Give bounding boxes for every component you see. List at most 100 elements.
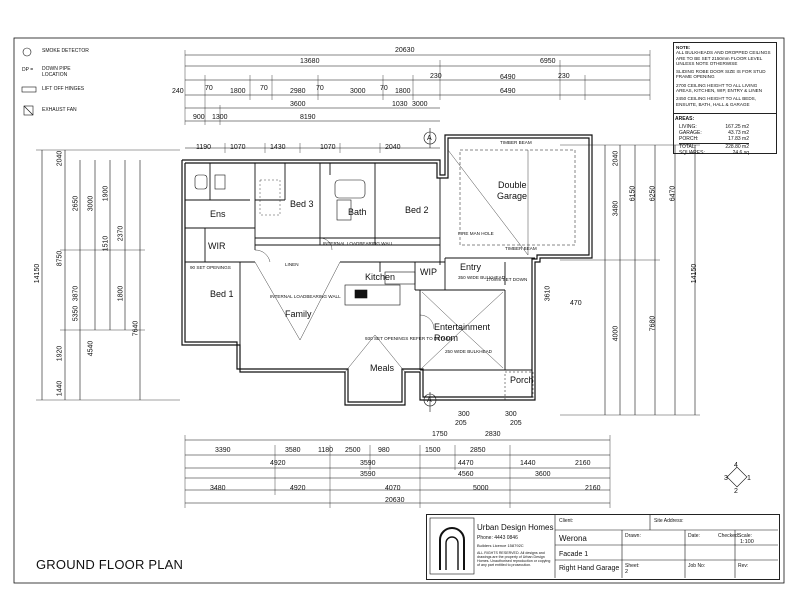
dim-bottom-small-1: 1750 [432, 431, 448, 438]
dim-top-r4-c: 3000 [412, 101, 428, 108]
room-wip: WIP [420, 267, 437, 277]
legend-liftoff: LIFT OFF HINGES [42, 86, 85, 92]
dim-bottom-r2-5: 2160 [575, 460, 591, 467]
note-3: 2700 CEILING HEIGHT TO ALL LIVING AREAS,… [676, 82, 763, 93]
label-linen: LINEN [285, 262, 299, 267]
area-label: GARAGE: [679, 130, 702, 136]
dim-top-r2-a: 13680 [300, 58, 320, 65]
dim-top-left240: 240 [172, 88, 184, 95]
dim-bottom-r1-4: 2500 [345, 447, 361, 454]
dim-left-14: 4540 [87, 340, 95, 357]
dim-left-3: 5350 [72, 305, 80, 322]
dim-bottom-r2-1: 4920 [270, 460, 286, 467]
dim-top-small-70d: 70 [380, 85, 388, 92]
dim-bottom-r3-1: 3590 [360, 471, 376, 478]
room-bed1: Bed 1 [210, 289, 234, 299]
room-family: Family [285, 309, 312, 319]
scale-label: Scale: [738, 533, 752, 539]
dim-bottom-r1-3: 1180 [318, 447, 334, 454]
room-garage-2: Garage [497, 191, 528, 201]
area-label: PORCH: [679, 136, 699, 142]
note-2: SLIDING ROBE DOOR SIZE IS FOR STUD FRAME… [676, 69, 766, 80]
plan-title: GROUND FLOOR PLAN [36, 557, 184, 572]
dim-bottom-r5-1: 3480 [210, 485, 226, 492]
area-row: PORCH: 17.83 m2 [679, 136, 749, 142]
legend-dp-symbol: DP = [22, 67, 34, 73]
dim-right-7: 3610 [544, 285, 552, 302]
dim-left-9: 1510 [102, 235, 110, 252]
section-mark-bottom: A [427, 397, 432, 404]
dim-left-11: 1920 [56, 345, 64, 362]
label-set-openings: 90 SET OPENINGS [190, 265, 231, 270]
dim-left-10: 2370 [117, 225, 125, 242]
dim-bottom-r2-2: 3590 [360, 460, 376, 467]
dim-upper-5: 2040 [385, 144, 401, 151]
dim-bottom-r5-3: 4070 [385, 485, 401, 492]
dim-bottom-small-5: 300 [458, 411, 470, 418]
legend-smoke: SMOKE DETECTOR [42, 48, 89, 54]
label-setdown: 170mm SET DOWN [486, 277, 528, 282]
dim-bottom-r1-1: 3390 [215, 447, 231, 454]
room-entertainment-1: Entertainment [434, 322, 491, 332]
area-value: 17.83 m2 [728, 136, 749, 142]
label-loadbearing-2: INTERNAL LOADBEARING WALL [323, 241, 394, 246]
dim-bottom-r1-2: 3580 [285, 447, 301, 454]
area-row: TOTAL:228.80 m2 [679, 143, 749, 150]
dim-right-8: 7680 [649, 315, 657, 332]
dim-bottom-r3-3: 3600 [535, 471, 551, 478]
label-timber-beam-1: TIMBER BEAM [500, 140, 532, 145]
dim-left-1: 14150 [34, 263, 42, 284]
area-label: SQUARES: [679, 150, 705, 156]
area-label: TOTAL: [679, 144, 697, 150]
dim-top-small-70a: 70 [205, 85, 213, 92]
dim-bottom-small-3: 2830 [485, 431, 501, 438]
dim-upper-2: 1070 [230, 144, 246, 151]
dim-left-15: 7640 [132, 320, 140, 337]
label-timber-beam-2: TIMBER BEAM [505, 246, 537, 251]
dim-bottom-small-2: 205 [455, 420, 467, 427]
room-garage-1: Double [498, 180, 527, 190]
dim-bottom-r5-2: 4920 [290, 485, 306, 492]
checked-label: Checked: [718, 533, 740, 539]
notes-heading: NOTE: [676, 45, 691, 50]
sheet-label: Sheet: [625, 563, 640, 569]
legend-exhaust: EXHAUST FAN [42, 107, 77, 113]
dim-left-13: 3870 [72, 285, 80, 302]
dim-left-5: 2040 [56, 150, 64, 167]
area-row: SQUARES:24.6 sq [679, 150, 749, 156]
dim-left-4: 1440 [56, 380, 64, 397]
dim-bottom-r3-2: 4560 [458, 471, 474, 478]
garage-side: Right Hand Garage [559, 565, 620, 572]
facade-name: Facade 1 [559, 551, 589, 558]
elevation-2: 2 [734, 488, 738, 495]
room-bed3: Bed 3 [290, 199, 314, 209]
dim-right-9: 4000 [612, 325, 620, 342]
dim-top-r3-e: 6490 [500, 74, 516, 81]
dim-upper-3: 1430 [270, 144, 286, 151]
area-value: 167.25 m2 [725, 124, 749, 130]
dim-bottom-r1-5: 980 [378, 447, 390, 454]
room-bed2: Bed 2 [405, 205, 429, 215]
dim-top-r4-a: 3600 [290, 101, 306, 108]
area-row: LIVING:167.25 m2 [679, 124, 749, 130]
legend-downpipe: DOWN PIPE LOCATION [42, 66, 71, 78]
drawn-label: Drawn: [625, 533, 641, 539]
dim-right-1: 14150 [691, 263, 699, 284]
dim-left-12: 1800 [117, 285, 125, 302]
dim-top-r6-b: 1300 [212, 114, 228, 121]
areas-heading: AREAS: [675, 116, 695, 122]
company-name: Urban Design Homes [477, 523, 554, 532]
dim-left-8: 1900 [102, 185, 110, 202]
notes-panel: NOTE: ALL BULKHEADS AND DROPPED CEILINGS… [673, 42, 777, 154]
dim-bottom-small-4: 205 [510, 420, 522, 427]
house-name: Werona [559, 534, 587, 543]
elevation-1: 1 [747, 475, 751, 482]
dim-bottom-overall: 20630 [385, 497, 405, 504]
dim-top-r4-b: 1030 [392, 101, 408, 108]
dim-top-r3-b: 2980 [290, 88, 306, 95]
label-loadbearing-1: INTERNAL LOADBEARING WALL [270, 294, 341, 299]
sheet-value: 2 [625, 569, 629, 575]
